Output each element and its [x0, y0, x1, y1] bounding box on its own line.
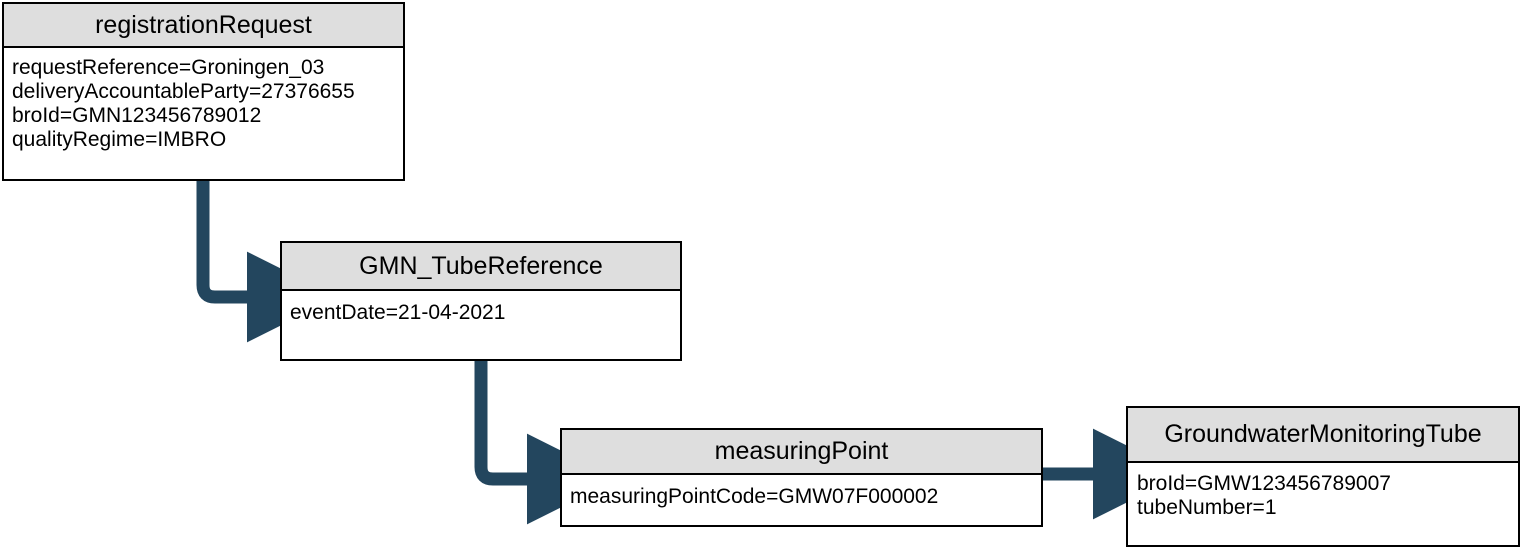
node-registration-request[interactable]: registrationRequest requestReference=Gro…: [2, 2, 405, 181]
node-attributes-measuring-point: measuringPointCode=GMW07F000002: [562, 475, 1041, 525]
attribute-row: eventDate=21-04-2021: [290, 301, 506, 324]
attribute-row: broId=GMW123456789007: [1137, 472, 1391, 495]
attribute-row: deliveryAccountableParty=27376655: [12, 80, 355, 103]
attribute-row: requestReference=Groningen_03: [12, 56, 325, 79]
node-gmn-tube-reference[interactable]: GMN_TubeReference eventDate=21-04-2021: [280, 241, 682, 361]
node-title-gmn-tube-reference: GMN_TubeReference: [282, 243, 680, 291]
node-attributes-gmn-tube-reference: eventDate=21-04-2021: [282, 291, 680, 359]
node-measuring-point[interactable]: measuringPoint measuringPointCode=GMW07F…: [560, 428, 1043, 527]
connector-gmnTubeReference-to-measuringPoint: [474, 360, 618, 525]
node-groundwater-monitoring-tube[interactable]: GroundwaterMonitoringTube broId=GMW12345…: [1126, 406, 1520, 547]
attribute-row: broId=GMN123456789012: [12, 104, 262, 127]
attribute-row: measuringPointCode=GMW07F000002: [570, 485, 939, 508]
node-attributes-registration-request: requestReference=Groningen_03 deliveryAc…: [4, 48, 403, 179]
attribute-row: qualityRegime=IMBRO: [12, 128, 227, 151]
node-title-registration-request: registrationRequest: [4, 4, 403, 48]
node-title-measuring-point: measuringPoint: [562, 430, 1041, 475]
connector-registrationRequest-to-gmnTubeReference: [196, 181, 338, 343]
node-attributes-groundwater-monitoring-tube: broId=GMW123456789007 tubeNumber=1: [1128, 463, 1518, 545]
node-title-groundwater-monitoring-tube: GroundwaterMonitoringTube: [1128, 408, 1518, 463]
attribute-row: tubeNumber=1: [1137, 496, 1277, 519]
